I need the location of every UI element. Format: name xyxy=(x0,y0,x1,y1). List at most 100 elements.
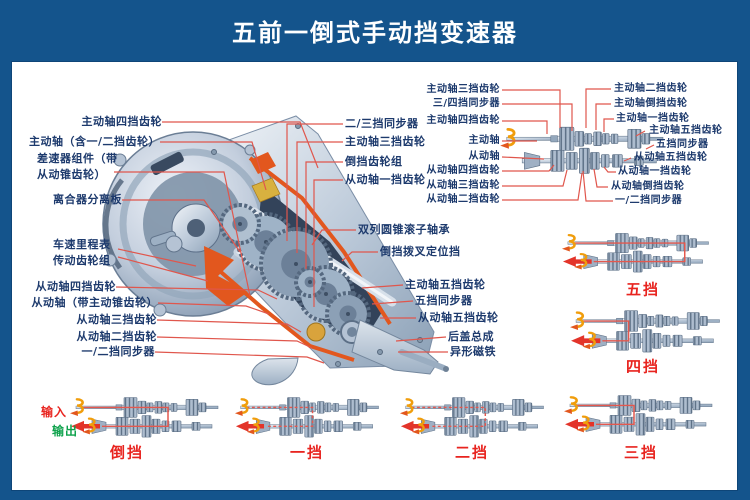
gear-flow-diagrams xyxy=(70,126,720,438)
gear-caption-fifth: 五挡 xyxy=(625,280,661,299)
neutral-right-label-3: 主动轴五挡齿轮 xyxy=(649,125,723,136)
gear xyxy=(457,418,469,434)
power-flow-line xyxy=(576,404,635,425)
gear-caption-third: 三挡 xyxy=(623,443,659,462)
gear xyxy=(662,334,671,347)
gear xyxy=(479,418,488,434)
main-right-label-4: 双列圆锥滚子轴承 xyxy=(358,223,450,236)
gear-caption-fourth: 四挡 xyxy=(625,357,661,376)
gear-caption-first: 一挡 xyxy=(289,443,325,462)
mount-bracket xyxy=(251,357,299,386)
main-right-label-0: 二/三挡同步器 xyxy=(345,117,419,130)
gear-diagram-fourth xyxy=(570,310,720,353)
main-left-label-0: 主动轴四挡齿轮 xyxy=(81,115,162,128)
gear xyxy=(512,399,525,416)
leader-line-4 xyxy=(117,248,197,267)
gear xyxy=(314,418,323,434)
leader-line-23 xyxy=(502,103,573,131)
gear xyxy=(655,314,664,328)
gear xyxy=(679,397,693,414)
rotation-arrow-icon xyxy=(82,417,96,435)
leader-line-34 xyxy=(645,144,655,150)
neutral-left-label-2: 主动轴四挡齿轮 xyxy=(426,115,500,126)
output-arrow-icon xyxy=(565,418,594,430)
rotation-arrow-icon xyxy=(399,398,414,416)
main-left-label-2: 差速器组件（带 从动锥齿轮） xyxy=(37,152,118,181)
main-right-label-9: 后盖总成 xyxy=(448,330,494,343)
gear xyxy=(498,420,508,432)
neutral-right-label-0: 主动轴二挡齿轮 xyxy=(614,83,688,94)
leader-line-27 xyxy=(502,164,555,172)
bevel-gear xyxy=(524,152,541,170)
main-left-label-3: 离合器分离板 xyxy=(53,193,122,206)
leader-line-14 xyxy=(313,179,343,307)
neutral-right-label-2: 主动轴一挡齿轮 xyxy=(616,113,690,124)
rotation-arrow-icon xyxy=(570,311,585,330)
neutral-right-label-7: 从动轴倒挡齿轮 xyxy=(611,181,685,192)
gear xyxy=(663,316,671,327)
leader-line-12 xyxy=(296,141,343,253)
leader-line-16 xyxy=(341,251,378,262)
gear xyxy=(655,418,664,430)
neutral-left-label-7: 从动轴二挡齿轮 xyxy=(426,194,500,205)
power-flow-line xyxy=(573,242,686,263)
main-left-label-5: 从动轴四挡齿轮 xyxy=(35,280,116,293)
gear xyxy=(304,415,314,438)
leader-line-15 xyxy=(311,229,356,246)
gear xyxy=(332,403,340,412)
gear xyxy=(664,401,672,410)
gear xyxy=(672,334,683,347)
rotation-arrow-icon xyxy=(564,396,578,414)
gear xyxy=(489,402,497,413)
neutral-right-label-1: 主动轴倒挡齿轮 xyxy=(614,98,688,109)
gear-diagram-second xyxy=(399,397,544,438)
gear xyxy=(185,399,199,416)
neutral-left-label-0: 主动轴三挡齿轮 xyxy=(426,84,500,95)
leader-line-18 xyxy=(371,300,414,305)
magnet xyxy=(306,322,326,342)
section-cut-face xyxy=(204,246,248,306)
gear xyxy=(565,152,578,170)
output-arrow-icon xyxy=(235,420,265,432)
leader-line-32 xyxy=(603,118,614,132)
gear xyxy=(497,403,505,412)
main-gearbox-illustration xyxy=(102,115,449,386)
gear xyxy=(171,420,182,432)
leader-line-31 xyxy=(595,103,611,130)
neutral-left-label-4: 从动轴 xyxy=(468,151,500,162)
gear xyxy=(347,399,360,416)
gear xyxy=(638,314,648,328)
leader-line-11 xyxy=(286,123,343,241)
gear xyxy=(640,400,648,411)
gear xyxy=(559,126,575,151)
leader-line-13 xyxy=(305,161,343,269)
leader-line-8 xyxy=(156,319,302,333)
gear-caption-reverse: 倒挡 xyxy=(109,443,145,462)
main-right-label-3: 从动轴一挡齿轮 xyxy=(345,173,426,186)
leader-line-22 xyxy=(502,89,561,128)
gear xyxy=(647,316,655,327)
gear xyxy=(579,147,590,174)
section-cut-edge xyxy=(212,264,355,362)
leader-line-29 xyxy=(502,172,583,201)
leader-line-5 xyxy=(117,256,209,282)
output-arrow-icon xyxy=(571,335,601,347)
gear xyxy=(656,400,664,411)
gear xyxy=(602,133,610,145)
gear-caption-second: 二挡 xyxy=(454,443,490,462)
leader-line-9 xyxy=(156,336,313,349)
rotation-arrow-icon xyxy=(246,417,260,435)
leader-line-20 xyxy=(395,336,447,342)
main-left-label-7: 从动轴三挡齿轮 xyxy=(76,313,157,326)
gear-diagram-fifth xyxy=(561,233,709,273)
gear xyxy=(584,133,592,145)
gear xyxy=(333,420,343,432)
output-arrow-icon xyxy=(400,420,430,432)
gear xyxy=(359,402,368,413)
leader-lines xyxy=(114,88,655,364)
gear xyxy=(627,129,642,149)
gear xyxy=(317,401,325,414)
main-left-label-6: 从动轴（带主动锥齿轮） xyxy=(31,296,158,309)
leader-line-0 xyxy=(162,121,319,169)
